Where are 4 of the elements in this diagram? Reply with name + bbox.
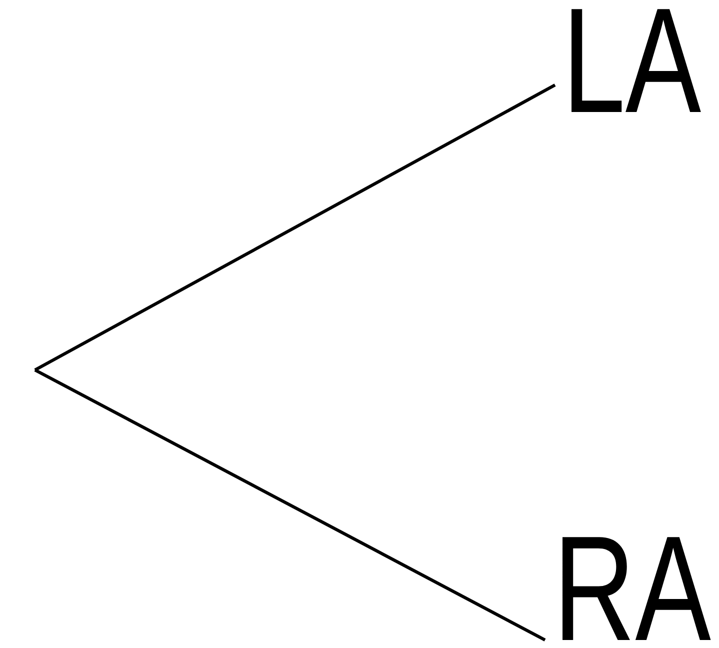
branch-line bbox=[34, 84, 556, 372]
branch-line bbox=[34, 368, 546, 642]
node-label: RA bbox=[562, 537, 711, 640]
node-label: LA bbox=[572, 9, 701, 112]
